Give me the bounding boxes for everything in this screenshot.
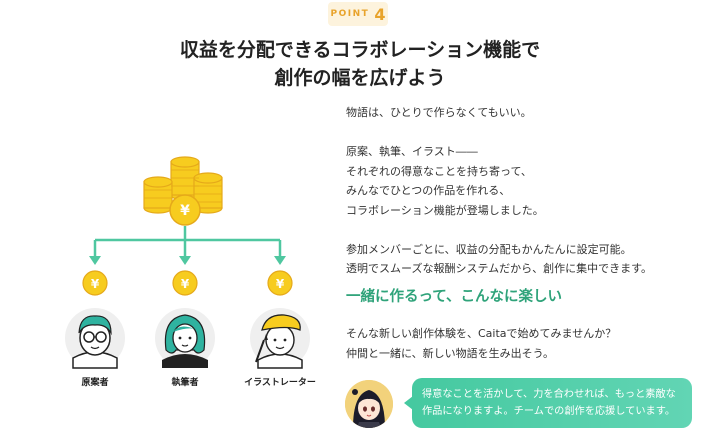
diagram-illustration: ¥ ¥ ¥ ¥ [65, 156, 310, 369]
body-line: それぞれの得意なことを持ち寄って、 [346, 164, 532, 178]
cta-line: そんな新しい創作体験を、Caitaで始めてみませんか？ [346, 327, 617, 340]
page-title: 収益を分配できるコラボレーション機能で 創作の幅を広げよう [0, 36, 720, 92]
role-label-illustrator: イラストレーター [244, 378, 316, 388]
coin-yen-symbol: ¥ [180, 203, 190, 219]
point-number: 4 [374, 4, 386, 24]
point-label: POINT [330, 9, 370, 19]
section-subheading: 一緒に作るって、こんなに楽しい [346, 289, 563, 305]
svg-text:¥: ¥ [276, 277, 285, 291]
coin-stack-icon: ¥ [143, 156, 223, 226]
body-line: みんなでひとつの作品を作れる、 [346, 184, 511, 197]
small-coin-icons: ¥ ¥ ¥ [82, 270, 293, 296]
headline-line-2: 創作の幅を広げよう [274, 67, 446, 89]
body-line: 参加メンバーごとに、収益の分配もかんたんに設定可能。 [346, 242, 632, 256]
bubble-line-2: 作品になりますよ。チームでの創作を応援しています。 [422, 406, 676, 417]
svg-text:¥: ¥ [181, 277, 190, 291]
cta-line: 仲間と一緒に、新しい物語を生み出そう。 [346, 346, 555, 360]
role-label-writer: 執筆者 [171, 378, 199, 388]
mascot-speech-bubble: 得意なことを活かして、力を合わせれば、もっと素敵な 作品になりますよ。チームでの… [404, 378, 692, 428]
body-line: 原案、執筆、イラスト―― [346, 145, 478, 158]
point-badge: POINT 4 [328, 2, 388, 26]
body-line: 透明でスムーズな報酬システムだから、創作に集中できます。 [346, 262, 653, 275]
role-label-planner: 原案者 [81, 378, 109, 388]
writer-avatar-icon [155, 308, 215, 368]
call-to-action-text: そんな新しい創作体験を、Caitaで始めてみませんか？ 仲間と一緒に、新しい物語… [346, 324, 706, 363]
mascot-avatar [345, 380, 393, 428]
bubble-line-1: 得意なことを活かして、力を合わせれば、もっと素敵な [422, 389, 676, 400]
headline-line-1: 収益を分配できるコラボレーション機能で [179, 39, 541, 61]
body-line: 物語は、ひとりで作らなくてもいい。 [346, 106, 532, 119]
svg-text:¥: ¥ [91, 277, 100, 291]
mascot-character-icon [345, 380, 393, 428]
illustrator-avatar-icon [250, 308, 310, 369]
body-line: コラボレーション機能が登場しました。 [346, 203, 544, 217]
feature-description: 物語は、ひとりで作らなくてもいい。 原案、執筆、イラスト―― それぞれの得意なこ… [346, 103, 706, 279]
planner-avatar-icon [65, 308, 125, 369]
arrow-heads [89, 256, 286, 265]
revenue-share-diagram: ¥ ¥ ¥ ¥ [40, 150, 330, 400]
distribution-arrows [93, 226, 282, 258]
